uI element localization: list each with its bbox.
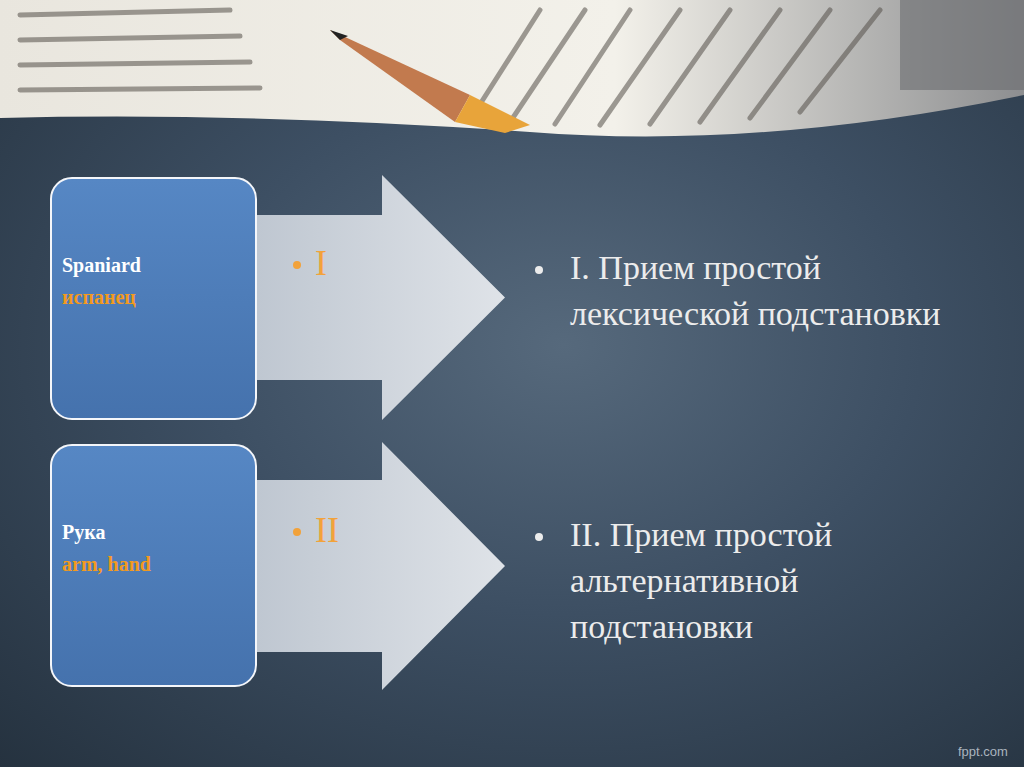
method-text: I. Прием простой лексической подстановки [570, 245, 945, 337]
term-box: Spaniardиспанец [50, 177, 257, 420]
bullet-dot [535, 266, 543, 274]
term-text: Spaniard [62, 249, 247, 281]
term-text: Рука [62, 516, 247, 548]
term-box: Рукаarm, hand [50, 444, 257, 687]
step-arrow: II [257, 442, 507, 690]
translation-text: испанец [62, 281, 247, 313]
translation-text: arm, hand [62, 548, 247, 580]
bullet-dot [293, 261, 301, 269]
arrow-shape [257, 442, 507, 690]
method-text: II. Прием простой альтернативной подстан… [570, 512, 945, 650]
step-number: I [315, 243, 327, 283]
bullet-dot [535, 533, 543, 541]
watermark: fppt.com [958, 744, 1008, 759]
step-arrow: I [257, 175, 507, 420]
arrow-shape [257, 175, 507, 420]
step-number: II [315, 510, 339, 550]
bullet-dot [293, 528, 301, 536]
